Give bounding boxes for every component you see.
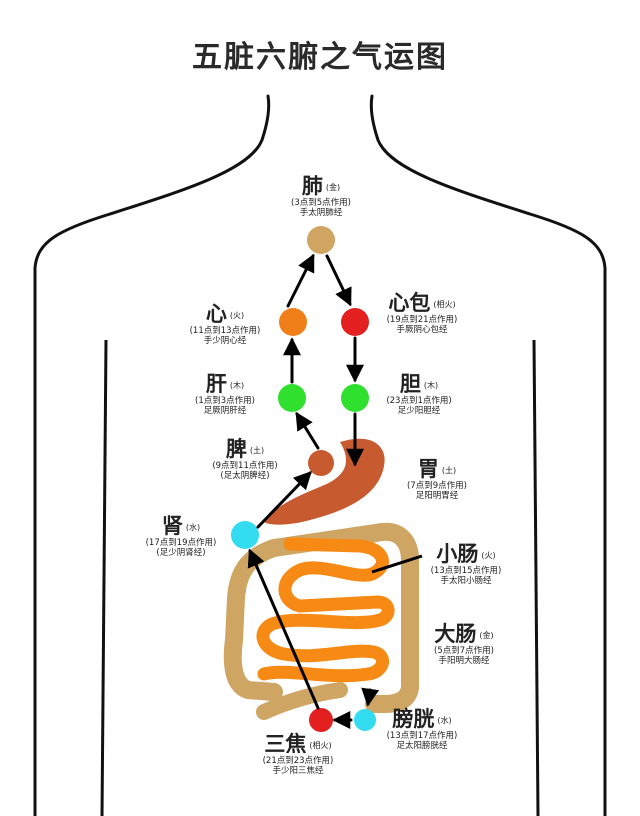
small-intestine-name: 小肠 (436, 542, 479, 566)
spleen-node (308, 450, 334, 476)
heart-element: (火) (229, 311, 245, 321)
small-intestine-shape (256, 537, 395, 683)
right-arm-line (532, 339, 540, 816)
stomach-time: (7点到9点作用) (407, 481, 467, 492)
gallbladder-element: (木) (423, 381, 439, 391)
kidney-label: 肾(水) (17点到19点作用) (足少阴肾经) (136, 514, 226, 559)
heart-node (279, 308, 307, 336)
liver-time: (1点到3点作用) (195, 396, 255, 407)
liver-element: (木) (229, 381, 245, 391)
pericardium-name: 心包 (388, 291, 431, 315)
small-intestine-meridian: 手太阳小肠经 (440, 576, 492, 587)
arrow-spleen-to-liver (295, 411, 320, 450)
liver-label: 肝(木) (1点到3点作用) 足厥阴肝经 (180, 372, 270, 417)
triple-burner-time: (21点到23点作用) (262, 756, 334, 767)
left-arm-line (100, 339, 108, 816)
small-intestine-time: (13点到15点作用) (430, 566, 502, 577)
lung-node (307, 226, 335, 254)
lung-name: 肺 (301, 174, 323, 198)
large-intestine-name: 大肠 (434, 622, 477, 646)
stomach-meridian: 足阳明胃经 (415, 491, 459, 502)
small-intestine-element: (火) (481, 551, 496, 561)
kidney-name: 肾 (161, 514, 183, 538)
spleen-name: 脾 (225, 437, 247, 461)
page-title: 五脏六腑之气运图 (192, 40, 448, 75)
small-intestine-label: 小肠(火) (13点到15点作用) 手太阳小肠经 (416, 542, 516, 587)
small-intestine-leader (371, 554, 423, 574)
arrow-large-intestine-to-bladder (361, 687, 380, 707)
liver-meridian: 足厥阴肝经 (203, 406, 247, 417)
stomach-label: 胃(土) (7点到9点作用) 足阳明胃经 (392, 457, 482, 502)
gallbladder-meridian: 足少阳胆经 (397, 406, 441, 417)
kidney-element: (水) (185, 523, 201, 533)
pericardium-meridian: 手厥阴心包经 (396, 325, 448, 336)
torso-outline (33, 94, 271, 816)
spleen-meridian: (足太阴脾经) (220, 471, 270, 482)
large-intestine-shape (223, 522, 419, 713)
kidney-meridian: (足少阴肾经) (156, 548, 206, 559)
kidney-node (231, 521, 259, 549)
pericardium-label: 心包(相火) (19点到21点作用) 手厥阴心包经 (372, 291, 472, 336)
pericardium-time: (19点到21点作用) (386, 315, 458, 326)
spleen-element: (土) (249, 446, 265, 456)
lung-time: (3点到5点作用) (291, 198, 351, 209)
large-intestine-tail (256, 682, 348, 720)
liver-node (278, 384, 306, 412)
lung-element: (金) (325, 183, 341, 193)
liver-name: 肝 (205, 372, 227, 396)
bladder-time: (13点到17点作用) (386, 731, 458, 742)
bladder-name: 膀胱 (392, 707, 435, 731)
large-intestine-meridian: 手阳明大肠经 (438, 656, 490, 667)
bladder-element: (水) (437, 716, 452, 726)
gallbladder-name: 胆 (399, 372, 421, 396)
large-intestine-element: (金) (479, 631, 494, 641)
bladder-label: 膀胱(水) (13点到17点作用) 足太阳膀胱经 (372, 707, 472, 752)
lung-label: 肺(金) (3点到5点作用) 手太阴肺经 (276, 174, 366, 219)
kidney-time: (17点到19点作用) (145, 538, 217, 549)
arrow-triple-burner-to-kidney (247, 548, 320, 710)
torso-outline-right (369, 94, 607, 816)
bladder-meridian: 足太阳膀胱经 (396, 741, 448, 752)
stomach-name: 胃 (417, 457, 439, 481)
arrow-lung-to-pericardium (325, 254, 352, 307)
triple-burner-label: 三焦(相火) (21点到23点作用) 手少阳三焦经 (248, 732, 348, 777)
pericardium-element: (相火) (433, 300, 456, 310)
gallbladder-time: (23点到1点作用) (386, 396, 452, 407)
triple-burner-name: 三焦 (264, 732, 307, 756)
triple-burner-element: (相火) (309, 741, 332, 751)
heart-name: 心 (205, 302, 227, 326)
lung-meridian: 手太阴肺经 (299, 208, 343, 219)
gallbladder-label: 胆(木) (23点到1点作用) 足少阳胆经 (374, 372, 464, 417)
spleen-time: (9点到11点作用) (212, 461, 278, 472)
triple-burner-node (309, 708, 333, 732)
large-intestine-time: (5点到7点作用) (434, 646, 494, 657)
arrow-kidney-to-spleen (256, 471, 312, 529)
stomach-element: (土) (441, 466, 457, 476)
pericardium-node (341, 308, 369, 336)
spleen-label: 脾(土) (9点到11点作用) (足太阴脾经) (200, 437, 290, 482)
heart-label: 心(火) (11点到13点作用) 手少阴心经 (180, 302, 270, 347)
arrow-liver-to-lung (286, 253, 315, 308)
large-intestine-label: 大肠(金) (5点到7点作用) 手阳明大肠经 (414, 622, 514, 667)
triple-burner-meridian: 手少阳三焦经 (272, 766, 324, 777)
heart-meridian: 手少阴心经 (203, 336, 247, 347)
bladder-node (354, 709, 376, 731)
gallbladder-node (341, 384, 369, 412)
heart-time: (11点到13点作用) (189, 326, 261, 337)
